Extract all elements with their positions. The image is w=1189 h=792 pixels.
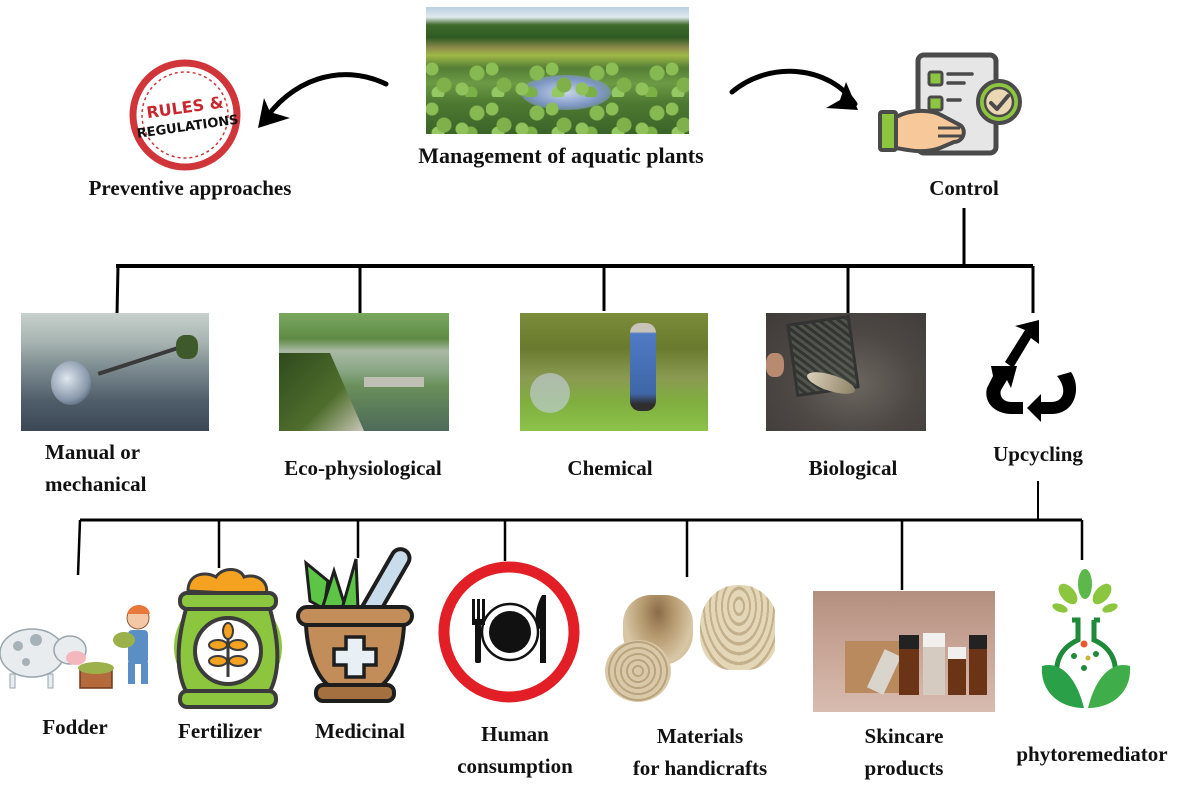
fertilizer-label: Fertilizer <box>178 719 262 743</box>
bottle-5 <box>969 635 987 695</box>
checklist-hand-icon <box>878 50 1023 160</box>
pond-lily-pads <box>426 57 689 134</box>
connector-fodder <box>76 519 82 576</box>
basket-closed <box>700 585 775 670</box>
rules-regulations-stamp: RULES & REGULATIONS <box>126 57 244 173</box>
manual-mechanical-label: Manual or mechanical <box>45 436 185 500</box>
skincare-bottles-photo <box>813 591 995 712</box>
management-title: Management of aquatic plants <box>418 143 704 168</box>
fodder-label: Fodder <box>42 715 108 739</box>
human-consumption-label: Human consumption <box>440 718 590 782</box>
materials-handicrafts-label: Materials for handicrafts <box>610 720 790 784</box>
skincare-products-label: Skincare products <box>834 720 974 784</box>
bottle-3 <box>923 633 945 695</box>
human-line1: Human <box>481 722 549 746</box>
weed-harvester-photo <box>21 313 209 431</box>
sprayer-person <box>630 323 656 411</box>
skincare-line2: products <box>864 756 944 780</box>
woven-baskets-photo <box>605 585 775 703</box>
canal-bank <box>279 353 364 431</box>
fish-net-photo <box>766 313 926 431</box>
lily-pond-photo <box>426 7 689 134</box>
upcycling-label: Upcycling <box>993 442 1083 466</box>
control-label: Control <box>929 176 999 200</box>
eco-physiological-label: Eco-physiological <box>284 456 442 480</box>
canal-weed-removal-photo <box>279 313 449 431</box>
basket-lid-left <box>605 640 671 702</box>
skincare-line1: Skincare <box>864 724 944 748</box>
harvester-arm <box>97 344 185 376</box>
medicinal-label: Medicinal <box>315 719 405 743</box>
manual-line1: Manual or <box>45 440 141 464</box>
fertilizer-bag-icon <box>166 565 288 713</box>
plant-flask-icon <box>1040 568 1132 710</box>
arrow-to-preventive <box>259 72 389 127</box>
reflection <box>530 373 570 413</box>
materials-line2: for handicrafts <box>632 756 768 780</box>
arrow-to-preventive-head <box>258 98 290 128</box>
arrow-to-control <box>729 68 858 107</box>
bottle-4 <box>948 647 966 695</box>
manual-line2: mechanical <box>45 472 147 496</box>
phytoremediator-label: phytoremediator <box>1016 742 1168 766</box>
canal-boat <box>364 377 424 387</box>
herbicide-spraying-photo <box>520 313 708 431</box>
chemical-label: Chemical <box>567 456 653 480</box>
bottle-2 <box>899 635 919 695</box>
harvester-weeds <box>176 335 198 359</box>
plate-cutlery-icon <box>436 559 582 705</box>
cow-feeding-illustration <box>0 598 160 694</box>
recycle-arrows-icon <box>985 318 1083 426</box>
mortar-pestle-icon <box>294 545 416 707</box>
arrow-to-control-head <box>826 82 858 110</box>
human-line2: consumption <box>457 754 573 778</box>
preventive-approaches-label: Preventive approaches <box>88 176 292 200</box>
materials-line1: Materials <box>656 724 744 748</box>
connector-manual <box>115 265 120 316</box>
biological-label: Biological <box>808 456 898 480</box>
hand <box>766 353 784 377</box>
harvester-drum <box>51 361 91 405</box>
